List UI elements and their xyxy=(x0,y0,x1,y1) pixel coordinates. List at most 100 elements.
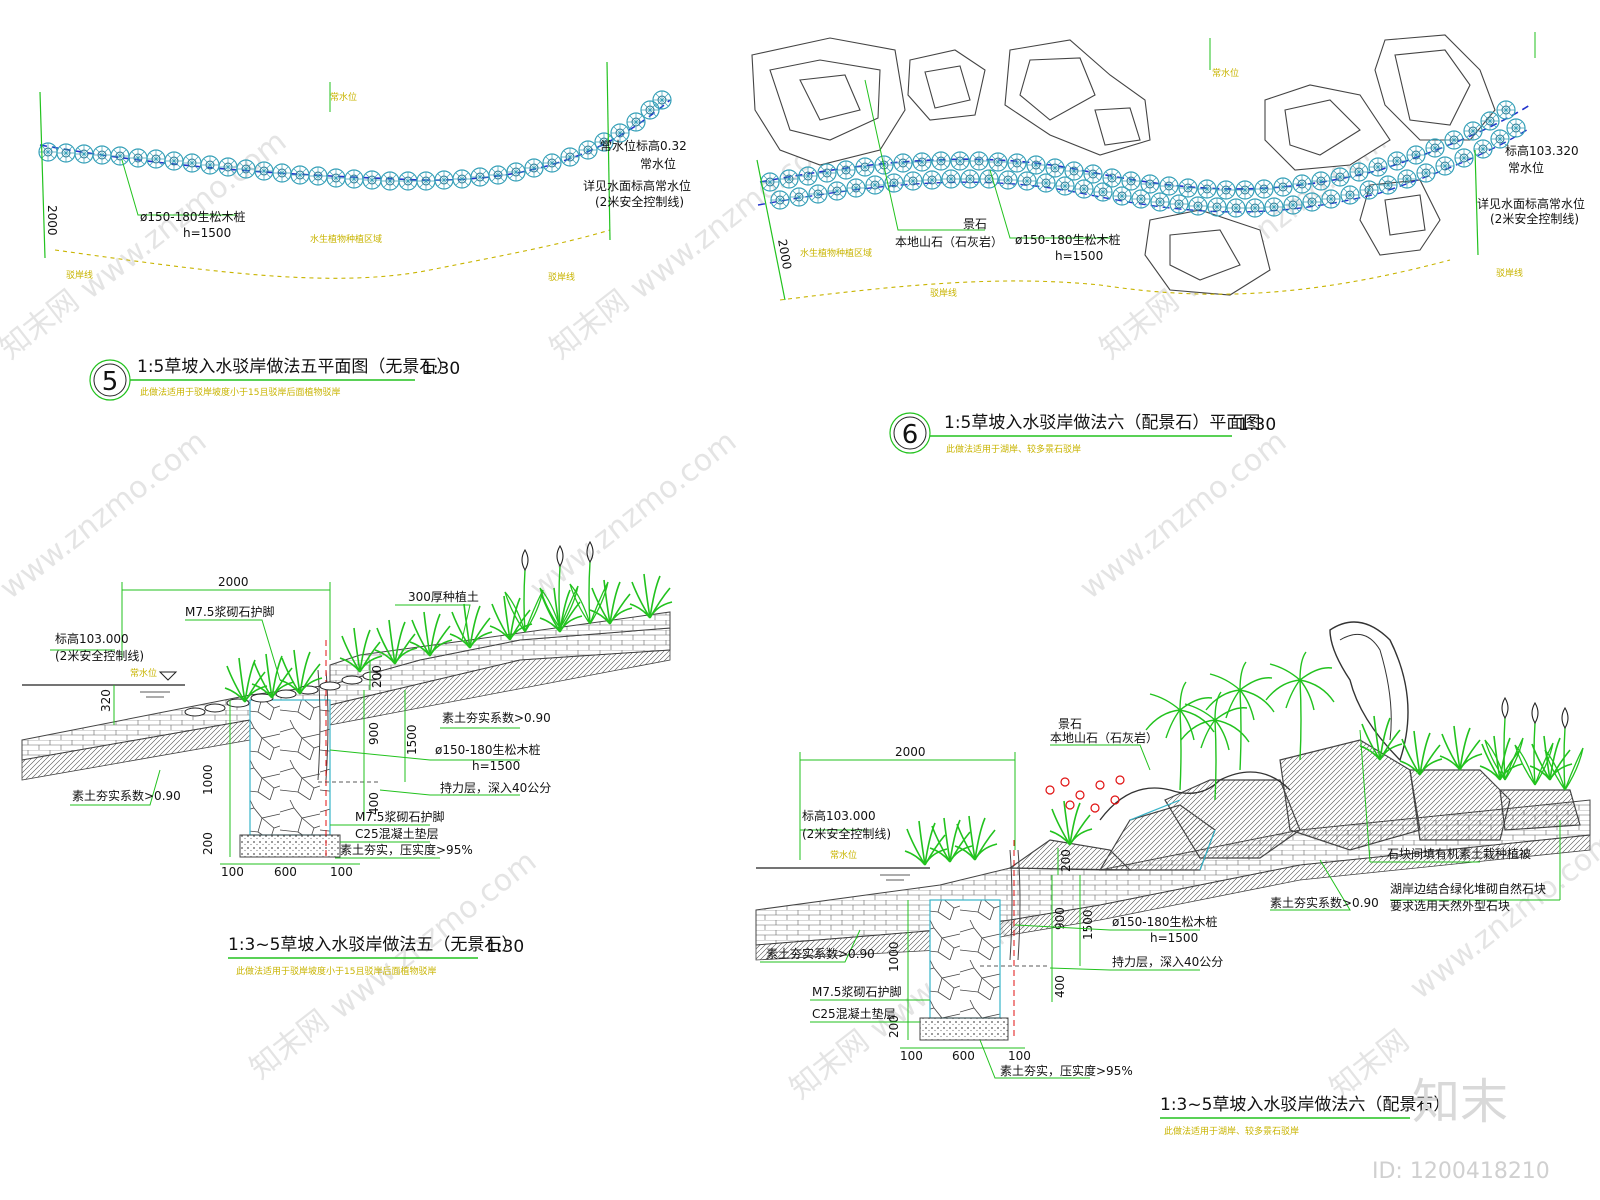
dim-600: 600 xyxy=(274,865,297,879)
label-rock2: 本地山石（石灰岩） xyxy=(1050,730,1158,745)
sec6-title: 1:3~5草坡入水驳岸做法六（配景石） xyxy=(1160,1095,1450,1115)
water-line xyxy=(39,99,671,181)
label-rock: 景石 xyxy=(1058,717,1082,731)
label-m75: M7.5浆砌石护脚 xyxy=(185,604,274,619)
dim-100b: 100 xyxy=(1008,1049,1031,1063)
label-pile: ø150-180生松木桩 xyxy=(1015,232,1120,247)
label-c25: C25混凝土垫层 xyxy=(812,1006,896,1021)
dim-100a: 100 xyxy=(900,1049,923,1063)
boundary-line xyxy=(779,259,1451,301)
dim-200b: 200 xyxy=(201,832,215,855)
logo-text: 知末 xyxy=(1412,1074,1508,1130)
label-normal: 常水位 xyxy=(1508,160,1544,175)
plan5-note: 此做法适用于驳岸坡度小于15且驳岸后面植物驳岸 xyxy=(140,386,340,398)
detail-number: 5 xyxy=(102,367,119,397)
plan-5: 2000 ø150-180生松木桩 h=1500 常水位标高0.32 常水位 详… xyxy=(38,61,691,401)
watermark-brand: 知末网 xyxy=(1323,1023,1415,1106)
label-pile-h: h=1500 xyxy=(1055,249,1103,263)
yl-2: 水生植物种植区域 xyxy=(800,247,872,259)
label-green2: 要求选用天然外型石块 xyxy=(1390,898,1510,913)
yl-1: 常水位 xyxy=(330,91,357,103)
yl-1: 常水位 xyxy=(1212,67,1239,79)
concrete-bed xyxy=(239,834,341,858)
label-green1: 湖岸边结合绿化堆砌自然石块 xyxy=(1390,881,1546,896)
corner-logo: 知末 ID: 1200418210 xyxy=(1372,1074,1550,1184)
label-water: 常水位 xyxy=(830,849,857,861)
dim-600: 600 xyxy=(952,1049,975,1063)
plan5-scale: 1:30 xyxy=(422,359,460,379)
label-base: 素土夯实，压实度>95% xyxy=(340,842,473,857)
feature-rock xyxy=(1329,621,1409,762)
label-soil: 300厚种植土 xyxy=(408,589,479,604)
yl-2: 水生植物种植区域 xyxy=(310,233,382,245)
section-5: 2000 300厚种植土 M7.5浆砌石护脚 标高103.000 (2米安全控制… xyxy=(21,541,673,977)
label-c25: C25混凝土垫层 xyxy=(355,826,439,841)
plan6-scale: 1:30 xyxy=(1238,415,1276,435)
watermark-site: www.znzmo.com xyxy=(1073,424,1293,606)
label-pile: ø150-180生松木桩 xyxy=(435,742,540,757)
detail-bubble xyxy=(889,412,931,454)
label-pile: ø150-180生松木桩 xyxy=(1112,914,1217,929)
label-level: 标高103.000 xyxy=(802,808,876,823)
yl-4: 驳岸线 xyxy=(548,271,575,283)
dim-1000: 1000 xyxy=(887,941,901,972)
timber-pile xyxy=(317,669,329,781)
plan6-title: 1:5草坡入水驳岸做法六（配景石）平面图 xyxy=(944,413,1260,433)
dim-100b: 100 xyxy=(330,865,353,879)
label-rock2: 本地山石（石灰岩） xyxy=(895,234,1003,249)
label-bearing: 持力层，深入40公分 xyxy=(440,780,551,795)
sec6-note: 此做法适用于湖岸、较多景石驳岸 xyxy=(1164,1125,1299,1137)
plan-6: 2000 景石 本地山石（石灰岩） ø150-180生松木桩 h=1500 标高… xyxy=(751,32,1585,455)
dim-1500: 1500 xyxy=(405,724,419,755)
dim-1000: 1000 xyxy=(201,764,215,795)
yl-3: 驳岸线 xyxy=(66,269,93,281)
watermark-site: www.znzmo.com xyxy=(0,424,213,606)
dim-400: 400 xyxy=(1053,975,1067,998)
label-safety: (2米安全控制线) xyxy=(802,826,891,841)
label-m75b: M7.5浆砌石护脚 xyxy=(355,809,444,824)
dim-2000: 2000 xyxy=(775,238,794,271)
boulders xyxy=(1008,739,1581,871)
dim-top: 2000 xyxy=(218,575,249,589)
label-compact: 素土夯实系数>0.90 xyxy=(442,710,551,725)
label-level: 标高103.320 xyxy=(1505,143,1579,158)
watermark-brand: 知末网 xyxy=(243,1003,335,1086)
dim-2000: 2000 xyxy=(45,205,59,236)
watermark-brand: 知末网 xyxy=(783,1023,875,1106)
dim-900: 900 xyxy=(367,722,381,745)
section-6: 2000 景石 本地山石（石灰岩） 标高103.000 (2米安全控制线) 常水… xyxy=(755,621,1591,1137)
flowers xyxy=(1045,775,1125,813)
label-fill: 石块间填有机素土栽种植被 xyxy=(1387,846,1531,861)
label-safety: (2米安全控制线) xyxy=(55,648,144,663)
dim-200: 200 xyxy=(1059,849,1073,872)
pile-row xyxy=(38,90,672,191)
label-compact2: 素土夯实系数>0.90 xyxy=(766,946,875,961)
watermark-brand: 知末网 xyxy=(0,283,86,366)
id-text: ID: 1200418210 xyxy=(1372,1159,1550,1184)
label-safety: (2米安全控制线) xyxy=(595,194,684,209)
label-see: 详见水面标高常水位 xyxy=(583,178,691,193)
sec5-scale: 1:30 xyxy=(486,937,524,957)
watermark-brand: 知末网 xyxy=(1093,283,1185,366)
label-pile-h: h=1500 xyxy=(472,759,520,773)
plan5-title: 1:5草坡入水驳岸做法五平面图（无景石） xyxy=(137,357,453,377)
label-compact: 素土夯实系数>0.90 xyxy=(1270,895,1379,910)
dim-1500: 1500 xyxy=(1081,909,1095,940)
stone-footing xyxy=(929,899,1001,1019)
sec5-note: 此做法适用于驳岸坡度小于15且驳岸后面植物驳岸 xyxy=(236,965,436,977)
label-base: 素土夯实，压实度>95% xyxy=(1000,1063,1133,1078)
label-pile-h: h=1500 xyxy=(183,226,231,240)
timber-pile xyxy=(1009,849,1021,961)
label-pile-h: h=1500 xyxy=(1150,931,1198,945)
label-compact2: 素土夯实系数>0.90 xyxy=(72,788,181,803)
plan6-note: 此做法适用于湖岸、较多景石驳岸 xyxy=(946,443,1081,455)
soil-layer xyxy=(21,627,671,761)
dim-900: 900 xyxy=(1053,907,1067,930)
label-water: 常水位 xyxy=(130,667,157,679)
watermark-brand: 知末网 xyxy=(543,283,635,366)
watermark-site: www.znzmo.com xyxy=(523,424,743,606)
label-level: 常水位标高0.32 xyxy=(600,138,687,153)
dim-100a: 100 xyxy=(221,865,244,879)
detail-number: 6 xyxy=(902,420,919,450)
